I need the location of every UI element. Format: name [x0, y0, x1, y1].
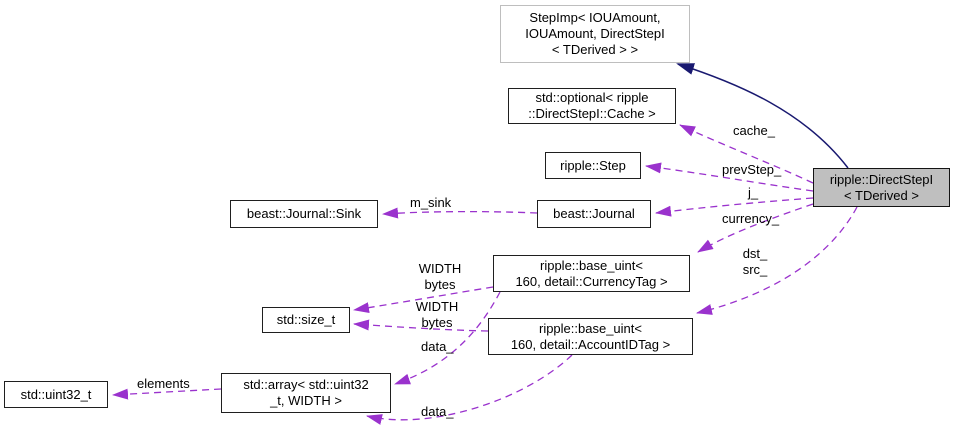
- edge-label-data-accountid: data_: [421, 404, 454, 419]
- edge-data-currency: [394, 291, 501, 385]
- edge-label-data-currency: data_: [421, 339, 454, 354]
- node-ripple-step[interactable]: ripple::Step: [545, 152, 641, 179]
- edge-msink: [382, 207, 538, 219]
- edge-currency: [697, 203, 814, 253]
- edge-label-width-bytes-accountid: WIDTH bytes: [415, 299, 459, 330]
- edge-label-j: j_: [748, 185, 759, 200]
- edge-label-prevstep: prevStep_: [722, 162, 782, 177]
- node-base-uint-accountidtag[interactable]: ripple::base_uint< 160, detail::AccountI…: [488, 318, 693, 355]
- edge-j: [655, 197, 814, 217]
- edge-elements: [112, 388, 222, 400]
- edge-label-currency: currency_: [722, 211, 780, 226]
- edge-label-dst-src: dst_ src_: [742, 246, 768, 277]
- edge-data-accountid: [366, 354, 573, 425]
- edge-inheritance-stepimp: [676, 63, 849, 169]
- edge-width-bytes-currency: [353, 286, 494, 314]
- edge-label-width-bytes-currency: WIDTH bytes: [418, 261, 462, 292]
- node-std-optional-cache[interactable]: std::optional< ripple ::DirectStepI::Cac…: [508, 88, 676, 124]
- node-ripple-directstepi: ripple::DirectStepI < TDerived >: [813, 168, 950, 207]
- node-beast-journal[interactable]: beast::Journal: [537, 200, 651, 228]
- edge-label-msink: m_sink: [410, 195, 452, 210]
- node-std-uint32-t[interactable]: std::uint32_t: [4, 381, 108, 408]
- node-std-array[interactable]: std::array< std::uint32 _t, WIDTH >: [221, 373, 391, 413]
- node-stepimp: StepImp< IOUAmount, IOUAmount, DirectSte…: [500, 5, 690, 63]
- edge-cache: [679, 124, 814, 184]
- node-base-uint-currencytag[interactable]: ripple::base_uint< 160, detail::Currency…: [493, 255, 690, 292]
- edge-dst-src: [696, 206, 858, 315]
- node-beast-journal-sink[interactable]: beast::Journal::Sink: [230, 200, 378, 228]
- edge-prevstep: [645, 162, 814, 192]
- edge-label-cache: cache_: [733, 123, 775, 138]
- edge-width-bytes-accountid: [353, 319, 489, 332]
- node-std-size-t[interactable]: std::size_t: [262, 307, 350, 333]
- edge-label-elements: elements: [137, 376, 190, 391]
